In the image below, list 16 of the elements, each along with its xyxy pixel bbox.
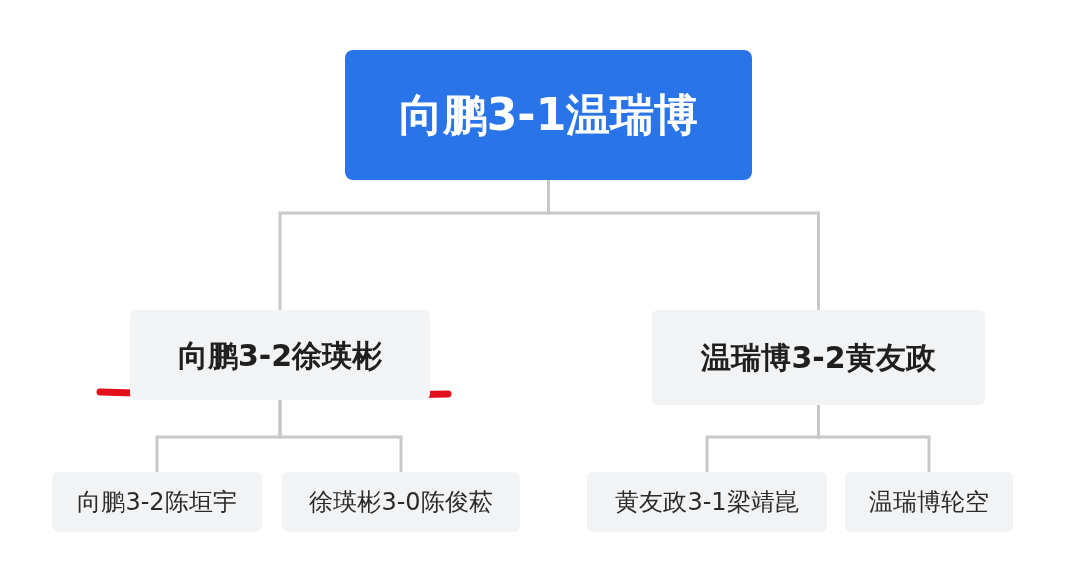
topic-text: 向鹏3-2徐瑛彬 bbox=[177, 336, 383, 375]
topic-text: 向鹏3-2陈垣宇 bbox=[77, 487, 237, 518]
topic-box bbox=[652, 310, 985, 405]
connector-line bbox=[278, 400, 403, 472]
connector-line bbox=[547, 180, 820, 310]
topic-text: 向鹏3-1温瑞博 bbox=[398, 88, 699, 142]
topic-box bbox=[345, 50, 752, 180]
topic-text: 温瑞博3-2黄友政 bbox=[701, 339, 936, 377]
topic-text: 徐瑛彬3-0陈俊菘 bbox=[309, 487, 493, 518]
topic-text: 温瑞博轮空 bbox=[869, 487, 989, 518]
topic-box bbox=[130, 310, 430, 400]
topic-box bbox=[587, 472, 827, 532]
topic-box bbox=[845, 472, 1013, 532]
topic-box bbox=[282, 472, 520, 532]
topic-box bbox=[52, 472, 262, 532]
topic-text: 黄友政3-1梁靖崑 bbox=[615, 487, 799, 518]
